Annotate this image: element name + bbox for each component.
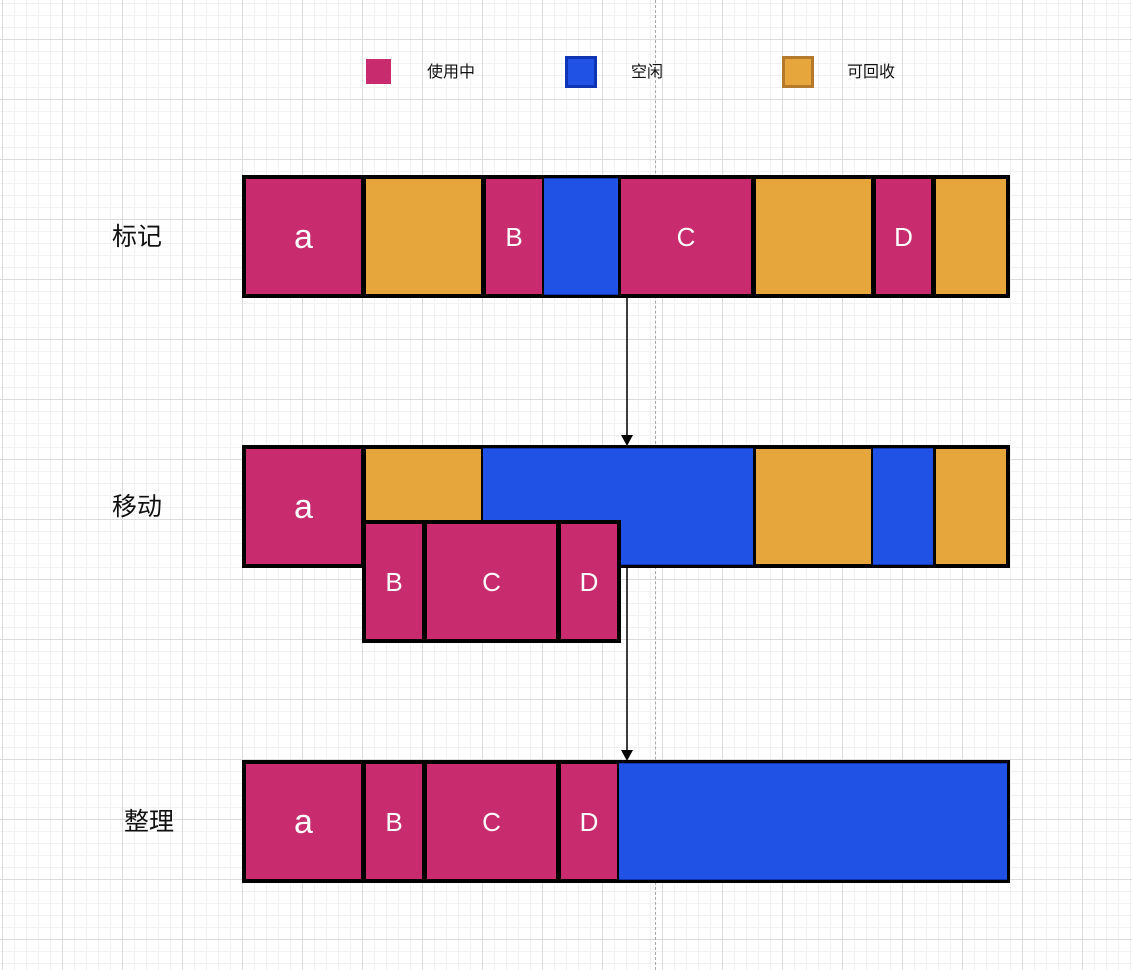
stage-label-move: 移动 [112, 492, 163, 521]
legend-swatch-free [565, 56, 597, 88]
block-in-use: B [363, 761, 425, 882]
legend-label-free: 空闲 [631, 62, 664, 81]
block-in-use-moved: B [363, 521, 425, 642]
block-in-use: C [424, 761, 559, 882]
legend-label-reclaimable: 可回收 [847, 62, 896, 81]
legend-swatch-in-use [366, 59, 391, 84]
block-in-use: D [558, 761, 620, 882]
legend-swatch-reclaimable [782, 56, 814, 88]
block-in-use: B [483, 176, 545, 297]
block-in-use: C [618, 176, 754, 297]
legend-label-in-use: 使用中 [427, 62, 476, 81]
stage-label-compact: 整理 [124, 807, 175, 836]
block-in-use-moved: C [424, 521, 559, 642]
arrow-mark-to-move-head [621, 435, 633, 446]
arrow-move-to-compact-head [621, 750, 633, 761]
block-reclaimable [753, 176, 874, 297]
block-reclaimable [363, 176, 484, 297]
stage-label-mark: 标记 [112, 222, 163, 251]
block-reclaimable [753, 446, 874, 567]
